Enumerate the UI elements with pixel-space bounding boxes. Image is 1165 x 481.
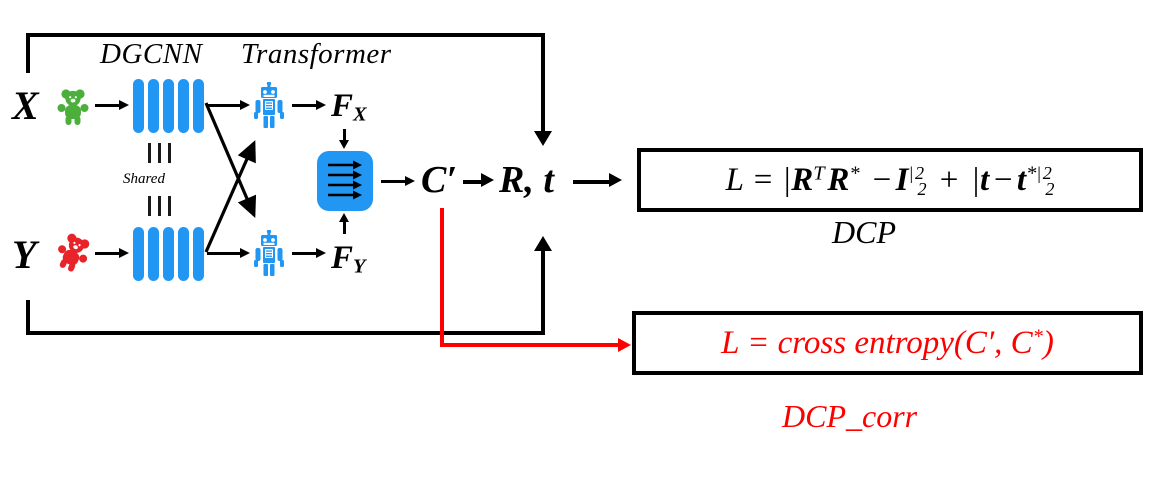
transformer-x-to-fx-line — [292, 104, 317, 107]
feature-fx-label: FX — [331, 88, 367, 127]
feature-fy-label: FY — [331, 240, 366, 279]
pointer-network-icon — [317, 151, 373, 211]
fy-to-pointer-line — [343, 221, 346, 234]
pointer-to-cprime-arrowhead-icon — [405, 176, 415, 186]
red-path-hline — [440, 343, 620, 347]
feedback-bottom-left-vline — [26, 300, 30, 335]
fy-to-pointer-arrowhead-icon — [339, 213, 349, 222]
feature-fy-subscript: Y — [353, 255, 366, 278]
y-to-dgcnn-arrowhead-icon — [119, 248, 129, 258]
dcp-corr-loss-formula: L = cross entropy(C′, C*) — [721, 324, 1054, 361]
feature-fx-subscript: X — [353, 103, 367, 126]
feedback-top-arrowhead-icon — [534, 131, 552, 146]
robot-icon — [254, 82, 284, 128]
input-x-label: X — [12, 83, 39, 128]
dgcnn-x-to-transformer-arrowhead-icon — [240, 100, 250, 110]
robot-icon — [254, 230, 284, 276]
dcp-caption: DCP — [832, 214, 896, 250]
dgcnn-x-to-transformer-line — [207, 104, 242, 107]
feedback-top-hline — [26, 33, 545, 37]
rt-to-loss-arrowhead-icon — [609, 173, 622, 187]
shared-label: Shared — [123, 171, 165, 187]
feedback-top-left-vline — [26, 33, 30, 73]
feedback-bottom-arrowhead-icon — [534, 236, 552, 251]
feedback-bottom-hline — [26, 331, 545, 335]
dgcnn-section-label: DGCNN — [100, 38, 203, 70]
pointer-network-arrows-icon — [328, 160, 362, 200]
transformer-y-to-fy-line — [292, 252, 317, 255]
dcp-corr-loss-box: L = cross entropy(C′, C*) — [632, 311, 1143, 375]
cprime-to-rt-arrowhead-icon — [481, 173, 494, 187]
correspondence-label: C′ — [421, 159, 458, 201]
x-to-dgcnn-arrowhead-icon — [119, 100, 129, 110]
shared-ticks-bottom-icon — [148, 196, 171, 216]
shared-ticks-top-icon — [148, 143, 171, 163]
red-path-vline — [440, 208, 444, 347]
x-to-dgcnn-line — [95, 104, 120, 107]
rt-to-loss-line — [573, 180, 611, 184]
pointer-to-cprime-line — [381, 180, 406, 183]
dcp-corr-caption: DCP_corr — [782, 398, 918, 434]
fx-to-pointer-arrowhead-icon — [339, 140, 349, 149]
dcp-loss-formula: L = |RT R* − I | 2 2 + |t − t* | 2 2 — [725, 161, 1055, 199]
dgcnn-x-module — [133, 79, 204, 133]
dgcnn-y-to-transformer-line — [207, 252, 242, 255]
feature-fy-base: F — [331, 240, 354, 276]
rigid-transform-label: R, t — [499, 159, 554, 201]
dcp-loss-box: L = |RT R* − I | 2 2 + |t − t* | 2 2 — [637, 148, 1143, 212]
transformer-x-to-fx-arrowhead-icon — [316, 100, 326, 110]
y-to-dgcnn-line — [95, 252, 120, 255]
green-teddy-bear-icon — [57, 89, 89, 125]
feedback-top-right-vline — [541, 33, 545, 133]
feature-fx-base: F — [331, 88, 354, 124]
fx-to-pointer-line — [343, 129, 346, 142]
input-y-label: Y — [12, 232, 37, 277]
red-teddy-bear-icon — [58, 233, 90, 272]
dgcnn-y-to-transformer-arrowhead-icon — [240, 248, 250, 258]
feedback-bottom-right-vline — [541, 248, 545, 333]
red-path-arrowhead-icon — [618, 338, 631, 352]
cprime-to-rt-line — [463, 180, 483, 184]
transformer-y-to-fy-arrowhead-icon — [316, 248, 326, 258]
transformer-section-label: Transformer — [241, 38, 392, 70]
dgcnn-y-module — [133, 227, 204, 281]
